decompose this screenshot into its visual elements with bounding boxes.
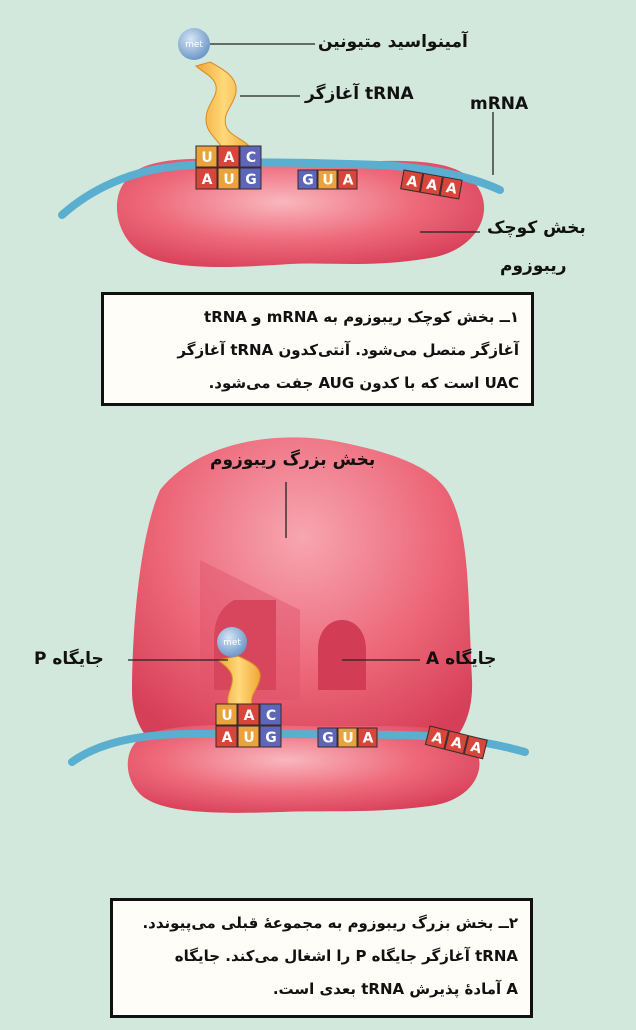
codon-base-letter: U [342, 730, 353, 746]
caption-1-line-2: آغازگر متصل می‌شود. آنتی‌کدون tRNA آغازگ… [116, 334, 519, 367]
codon-base-letter: C [266, 708, 276, 724]
label-large-subunit: بخش بزرگ ریبوزوم [210, 450, 375, 470]
label-initiator-trna: tRNA آغازگر [305, 84, 414, 104]
label-p-site: جایگاه P [34, 649, 104, 669]
label-amino-acid: آمینواسید متیونین [318, 32, 468, 52]
codon-base-letter: A [224, 150, 235, 166]
met-ball-1: met [178, 28, 210, 60]
label-small-subunit-line1: بخش کوچک [487, 218, 586, 238]
caption-1-line-1: ۱ــ بخش کوچک ریبوزوم به mRNA و tRNA [116, 301, 519, 334]
codon-base-letter: U [322, 172, 333, 188]
codon-base-letter: U [201, 150, 212, 166]
met-ball-2: met [217, 627, 247, 657]
codon-base-letter: C [246, 150, 256, 166]
caption-2-line-2: tRNA آغازگر جایگاه P را اشغال می‌کند. جا… [125, 940, 518, 973]
codon-base-letter: A [222, 730, 233, 746]
large-subunit [132, 437, 472, 769]
a-site-channel [318, 620, 366, 690]
codon-base-letter: G [322, 730, 334, 746]
codon-base-letter: G [265, 730, 277, 746]
codon-base-letter: A [363, 730, 374, 746]
trna-body-1 [196, 62, 252, 152]
svg-text:met: met [223, 638, 241, 648]
caption-2-line-3: A آمادهٔ پذیرش tRNA بعدی است. [125, 973, 518, 1006]
codon-base-letter: U [223, 172, 234, 188]
svg-text:met: met [185, 40, 203, 50]
codon-base-letter: A [343, 172, 354, 188]
label-a-site: جایگاه A [426, 649, 496, 669]
caption-1-line-3: UAC است که با کدون AUG جفت می‌شود. [116, 367, 519, 400]
caption-2-line-1: ۲ــ بخش بزرگ ریبوزوم به مجموعهٔ قبلی می‌… [125, 907, 518, 940]
caption-1: ۱ــ بخش کوچک ریبوزوم به mRNA و tRNA آغاز… [101, 292, 534, 406]
codon-base-letter: A [202, 172, 213, 188]
codon-base-letter: G [245, 172, 257, 188]
codon-base-letter: A [244, 708, 255, 724]
label-small-subunit-line2: ریبوزوم [500, 256, 567, 276]
codon-base-letter: U [221, 708, 232, 724]
caption-2: ۲ــ بخش بزرگ ریبوزوم به مجموعهٔ قبلی می‌… [110, 898, 533, 1018]
codon-base-letter: G [302, 172, 314, 188]
codon-base-letter: U [243, 730, 254, 746]
label-mrna: mRNA [470, 94, 528, 114]
